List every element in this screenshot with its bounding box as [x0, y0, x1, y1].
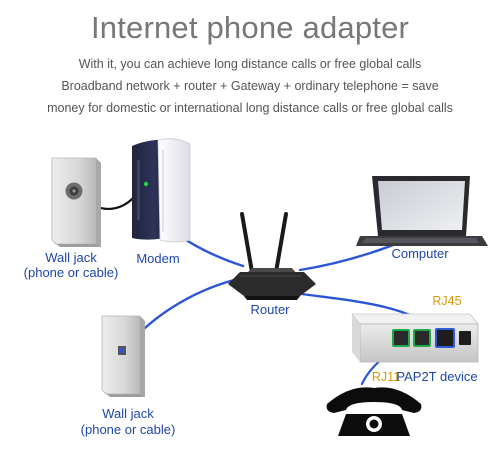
rj11-label: RJ11	[372, 370, 400, 384]
wall-jack-top-label-line2: (phone or cable)	[24, 265, 119, 280]
pap2t-label: PAP2T device	[396, 369, 477, 384]
router-label: Router	[250, 302, 290, 317]
wall-jack-bottom-label-line2: (phone or cable)	[81, 422, 176, 437]
page-title: Internet phone adapter	[90, 10, 410, 45]
modem-icon	[132, 138, 191, 243]
laptop-icon	[356, 176, 488, 246]
rj11-port	[413, 329, 431, 347]
rj45-port	[435, 328, 455, 348]
wall-jack-icon	[51, 157, 101, 247]
computer-label: Computer	[391, 246, 449, 261]
subtitle-line-1: With it, you can achieve long distance c…	[78, 57, 422, 71]
wall-jack-icon	[101, 315, 145, 397]
rj45-label: RJ45	[432, 294, 461, 308]
wall-jack-top-label-line1: Wall jack	[45, 250, 97, 265]
wall-jack-bottom-label-line1: Wall jack	[102, 406, 154, 421]
subtitle-line-3: money for domestic or international long…	[47, 101, 453, 115]
gateway-device-icon	[351, 313, 479, 363]
telephone-icon	[326, 387, 422, 436]
rj11-port	[392, 329, 410, 347]
modem-label: Modem	[136, 251, 179, 266]
subtitle-line-2: Broadband network + router + Gateway + o…	[61, 79, 439, 93]
router-icon	[228, 212, 316, 300]
